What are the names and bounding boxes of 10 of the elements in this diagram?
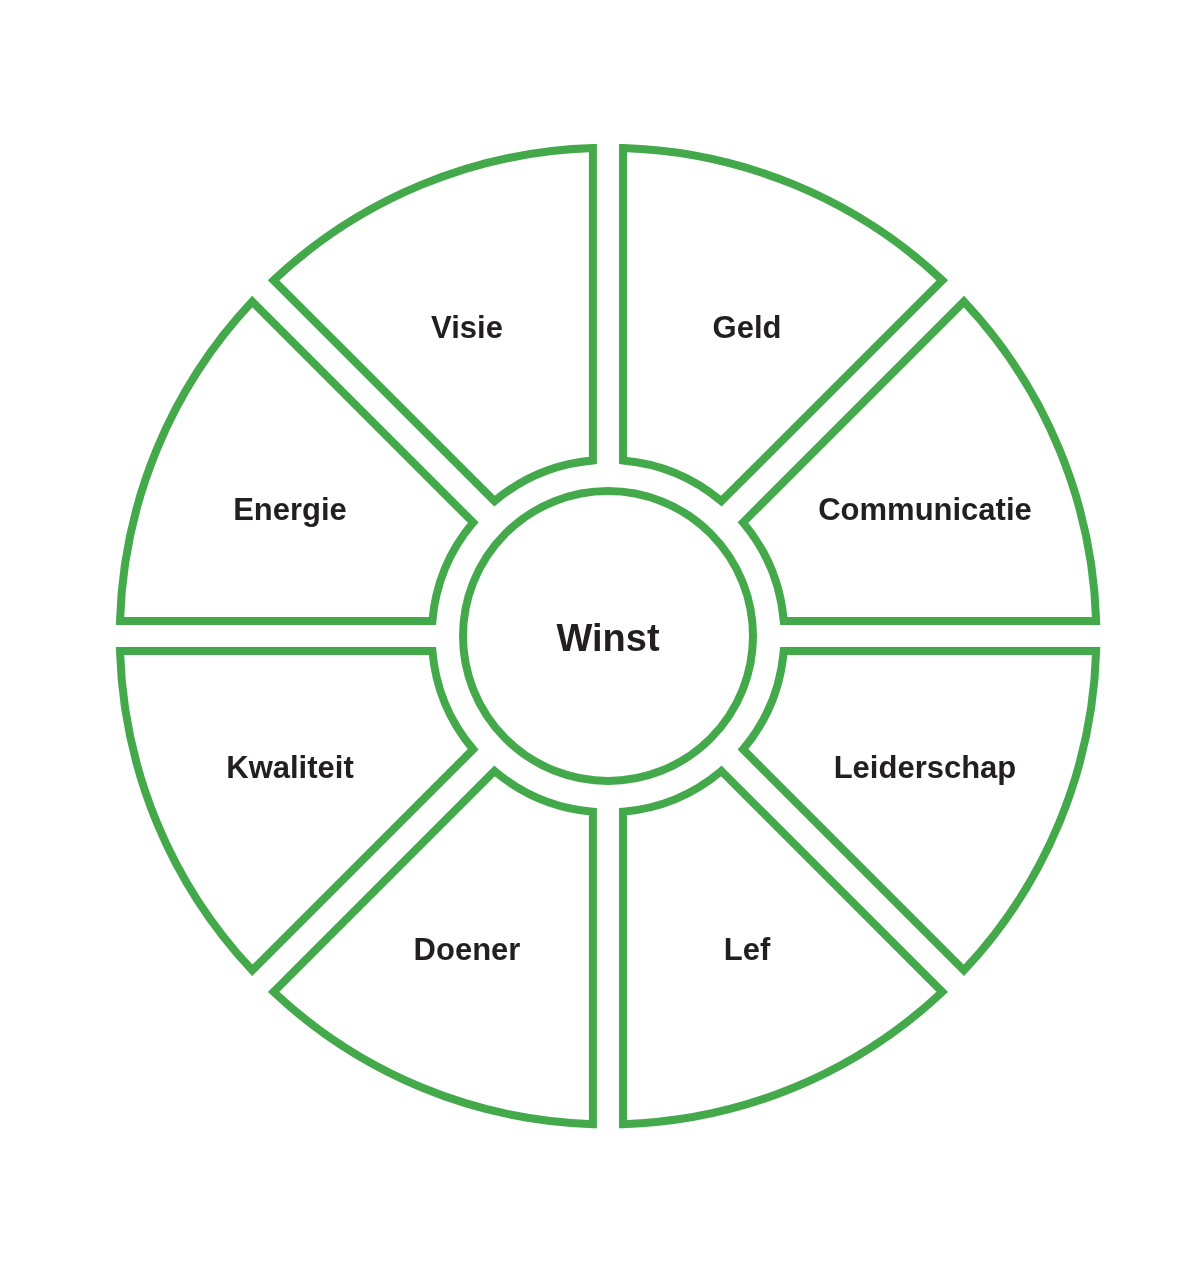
- segment-label: Kwaliteit: [226, 750, 354, 786]
- center-circle: [458, 486, 758, 786]
- center-label: Winst: [556, 616, 660, 660]
- segment-label: Doener: [413, 932, 521, 968]
- segment-label: Energie: [233, 492, 347, 528]
- segment-label: Geld: [712, 310, 782, 346]
- segment-label: Communicatie: [818, 492, 1032, 528]
- segment-label: Lef: [723, 932, 771, 968]
- segment-label: Leiderschap: [833, 750, 1017, 786]
- segment-label: Visie: [431, 310, 503, 346]
